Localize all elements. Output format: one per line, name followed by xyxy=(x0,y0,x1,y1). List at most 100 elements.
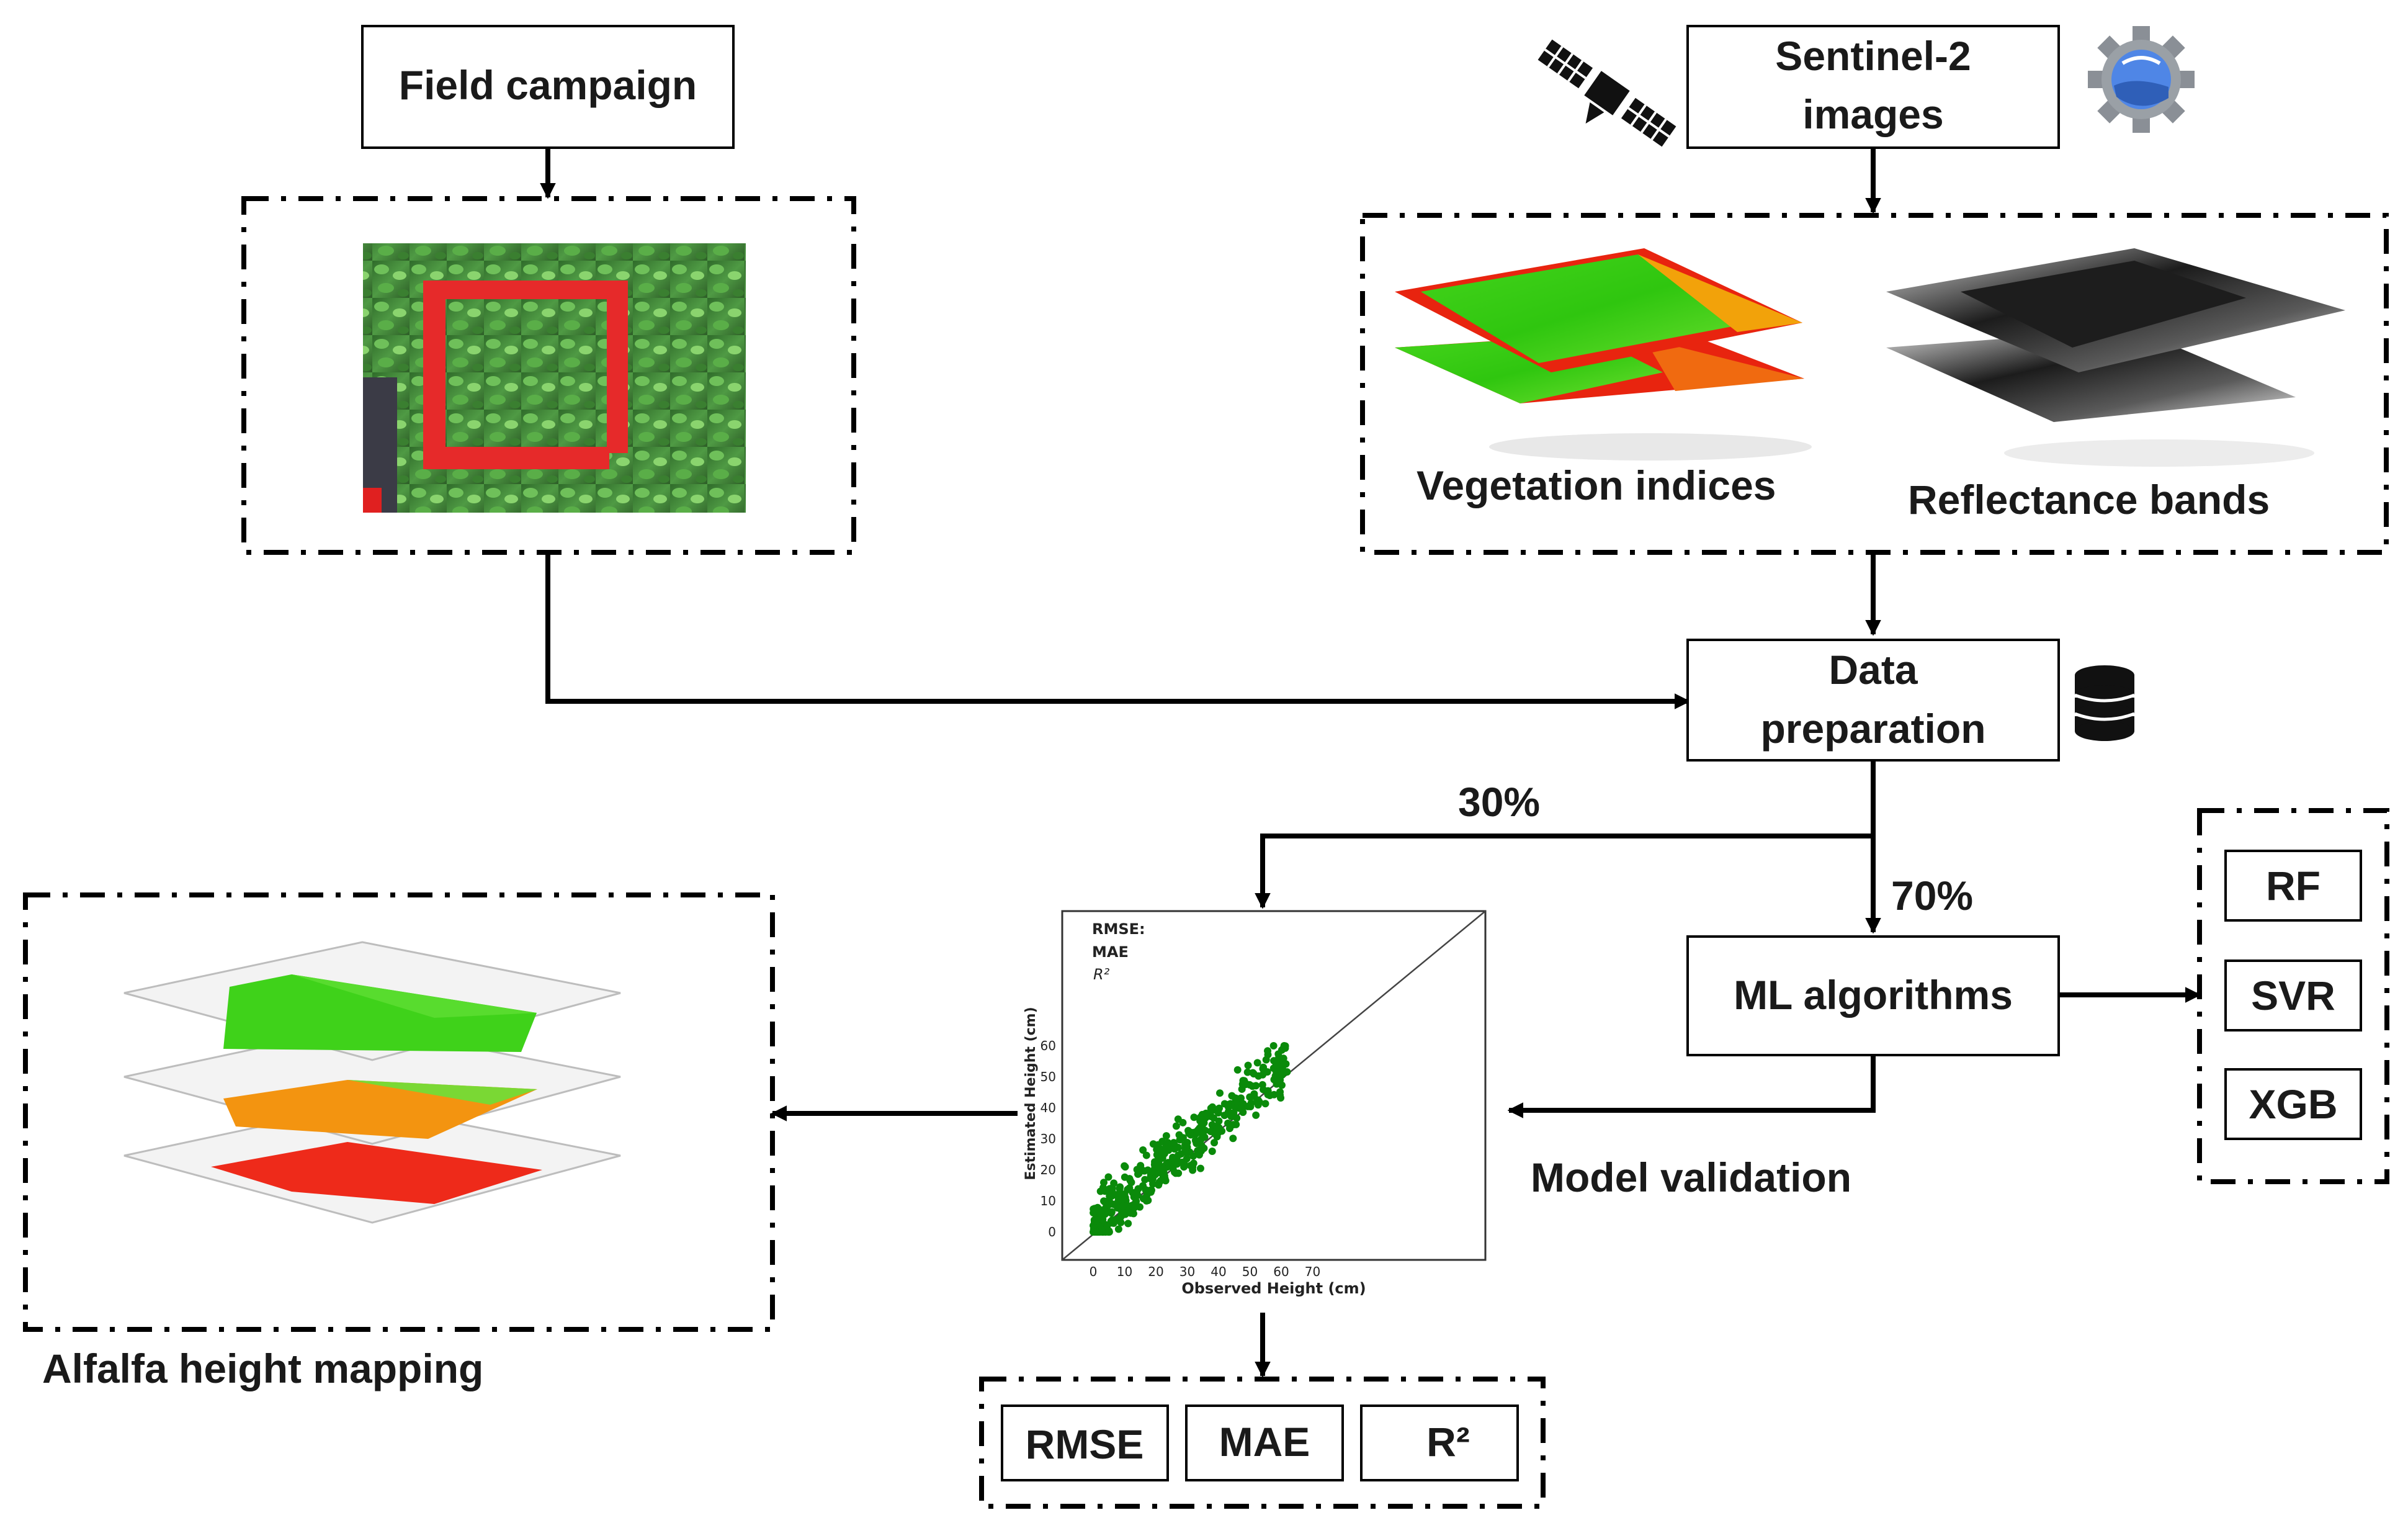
scatter-point xyxy=(1227,1112,1235,1120)
scatter-point xyxy=(1253,1059,1261,1067)
scatter-point xyxy=(1160,1172,1168,1180)
scatter-point xyxy=(1104,1173,1112,1181)
scatter-y-tick: 20 xyxy=(1041,1162,1056,1177)
scatter-point xyxy=(1108,1208,1116,1216)
scatter-point xyxy=(1175,1131,1183,1139)
scatter-point xyxy=(1282,1060,1290,1068)
scatter-point xyxy=(1103,1222,1111,1230)
scatter-y-tick: 10 xyxy=(1041,1193,1056,1208)
scatter-y-tick: 60 xyxy=(1041,1038,1056,1053)
scatter-points xyxy=(1090,1042,1291,1236)
scatter-y-tick: 50 xyxy=(1041,1069,1056,1084)
scatter-point xyxy=(1126,1184,1134,1192)
scatter-y-tick: 0 xyxy=(1048,1225,1056,1239)
r2-label: R² xyxy=(1426,1419,1470,1465)
scatter-point xyxy=(1121,1173,1129,1181)
rmse-box xyxy=(1001,1404,1169,1481)
split-train-label: 70% xyxy=(1891,873,1973,919)
scatter-point xyxy=(1121,1163,1129,1171)
scatter-point xyxy=(1181,1145,1189,1153)
scatter-point xyxy=(1140,1167,1148,1175)
scatter-point xyxy=(1273,1068,1281,1076)
scatter-legend-r2: R² xyxy=(1093,966,1110,983)
scatter-point xyxy=(1178,1158,1186,1166)
scatter-point xyxy=(1214,1129,1222,1137)
scatter-point xyxy=(1184,1126,1193,1135)
scatter-point xyxy=(1216,1089,1224,1097)
svr-box xyxy=(2224,959,2362,1031)
scatter-legend-rmse: RMSE: xyxy=(1092,920,1145,938)
sentinel-label-2: images xyxy=(1802,91,1943,137)
scatter-y-tick: 30 xyxy=(1041,1131,1056,1146)
data-prep-label-1: Data xyxy=(1828,647,1918,693)
scatter-point xyxy=(1281,1042,1289,1050)
scatter-point xyxy=(1158,1148,1166,1156)
scatter-point xyxy=(1252,1082,1260,1090)
scatter-point xyxy=(1146,1174,1154,1182)
scatter-y-tick: 40 xyxy=(1041,1100,1056,1115)
scatter-legend-mae: MAE xyxy=(1092,943,1129,961)
scatter-point xyxy=(1095,1208,1103,1216)
database-icon xyxy=(2074,665,2135,741)
scatter-point xyxy=(1164,1159,1172,1167)
mae-label: MAE xyxy=(1219,1419,1310,1465)
scatter-point xyxy=(1111,1216,1119,1224)
scatter-point xyxy=(1191,1136,1199,1144)
scatter-point xyxy=(1096,1187,1104,1195)
xgb-label: XGB xyxy=(2249,1081,2337,1127)
scatter-point xyxy=(1208,1121,1216,1129)
scatter-point xyxy=(1246,1093,1254,1101)
scatter-x-tick: 10 xyxy=(1117,1264,1132,1279)
scatter-point xyxy=(1099,1179,1108,1187)
sentinel-layers-group xyxy=(1360,213,2389,555)
scatter-point xyxy=(1090,1221,1098,1229)
arrow-field-to-dataprep xyxy=(545,552,1691,709)
scatter-point xyxy=(1195,1151,1203,1159)
sentinel-box xyxy=(1686,25,2060,149)
scatter-point xyxy=(1220,1100,1229,1108)
satellite-icon xyxy=(1537,39,1676,147)
scatter-point xyxy=(1252,1111,1260,1119)
ml-algorithms-label: ML algorithms xyxy=(1734,972,2013,1018)
rmse-label: RMSE xyxy=(1026,1421,1144,1467)
scatter-x-tick: 20 xyxy=(1148,1264,1163,1279)
scatter-point xyxy=(1196,1113,1204,1121)
scatter-x-axis-label: Observed Height (cm) xyxy=(1181,1280,1366,1297)
scatter-point xyxy=(1114,1195,1122,1203)
scatter-point xyxy=(1124,1220,1132,1228)
scatter-point xyxy=(1128,1202,1136,1210)
scatter-point xyxy=(1172,1169,1180,1177)
scatter-point xyxy=(1259,1071,1267,1079)
r2-box xyxy=(1360,1404,1519,1481)
scatter-x-tick: 30 xyxy=(1179,1264,1195,1279)
arrow-ml-to-validation xyxy=(1507,1055,1876,1118)
scatter-point xyxy=(1153,1158,1161,1166)
scatter-point xyxy=(1109,1190,1117,1198)
scatter-point xyxy=(1129,1210,1137,1218)
rf-box xyxy=(2224,850,2362,922)
scatter-point xyxy=(1119,1211,1127,1219)
scatter-point xyxy=(1208,1147,1216,1155)
scatter-point xyxy=(1174,1151,1182,1159)
data-prep-label-2: preparation xyxy=(1760,706,1985,752)
scatter-point xyxy=(1190,1113,1198,1121)
scatter-point xyxy=(1153,1146,1161,1154)
xgb-box xyxy=(2224,1068,2362,1140)
scatter-point xyxy=(1264,1047,1272,1055)
scatter-point xyxy=(1283,1068,1291,1076)
model-validation-label: Model validation xyxy=(1531,1154,1851,1200)
scatter-point xyxy=(1254,1101,1262,1109)
rf-label: RF xyxy=(2266,863,2321,909)
scatter-point xyxy=(1249,1069,1257,1077)
scatter-point xyxy=(1260,1063,1268,1071)
sentinel-label-1: Sentinel-2 xyxy=(1775,33,1971,79)
height-map-layers xyxy=(123,941,621,1224)
scatter-point xyxy=(1163,1141,1171,1149)
scatter-point xyxy=(1162,1132,1170,1140)
scatter-x-tick: 0 xyxy=(1090,1264,1098,1279)
height-map-group xyxy=(23,892,775,1332)
field-photo-group xyxy=(241,196,856,555)
height-mapping-label: Alfalfa height mapping xyxy=(42,1346,483,1391)
